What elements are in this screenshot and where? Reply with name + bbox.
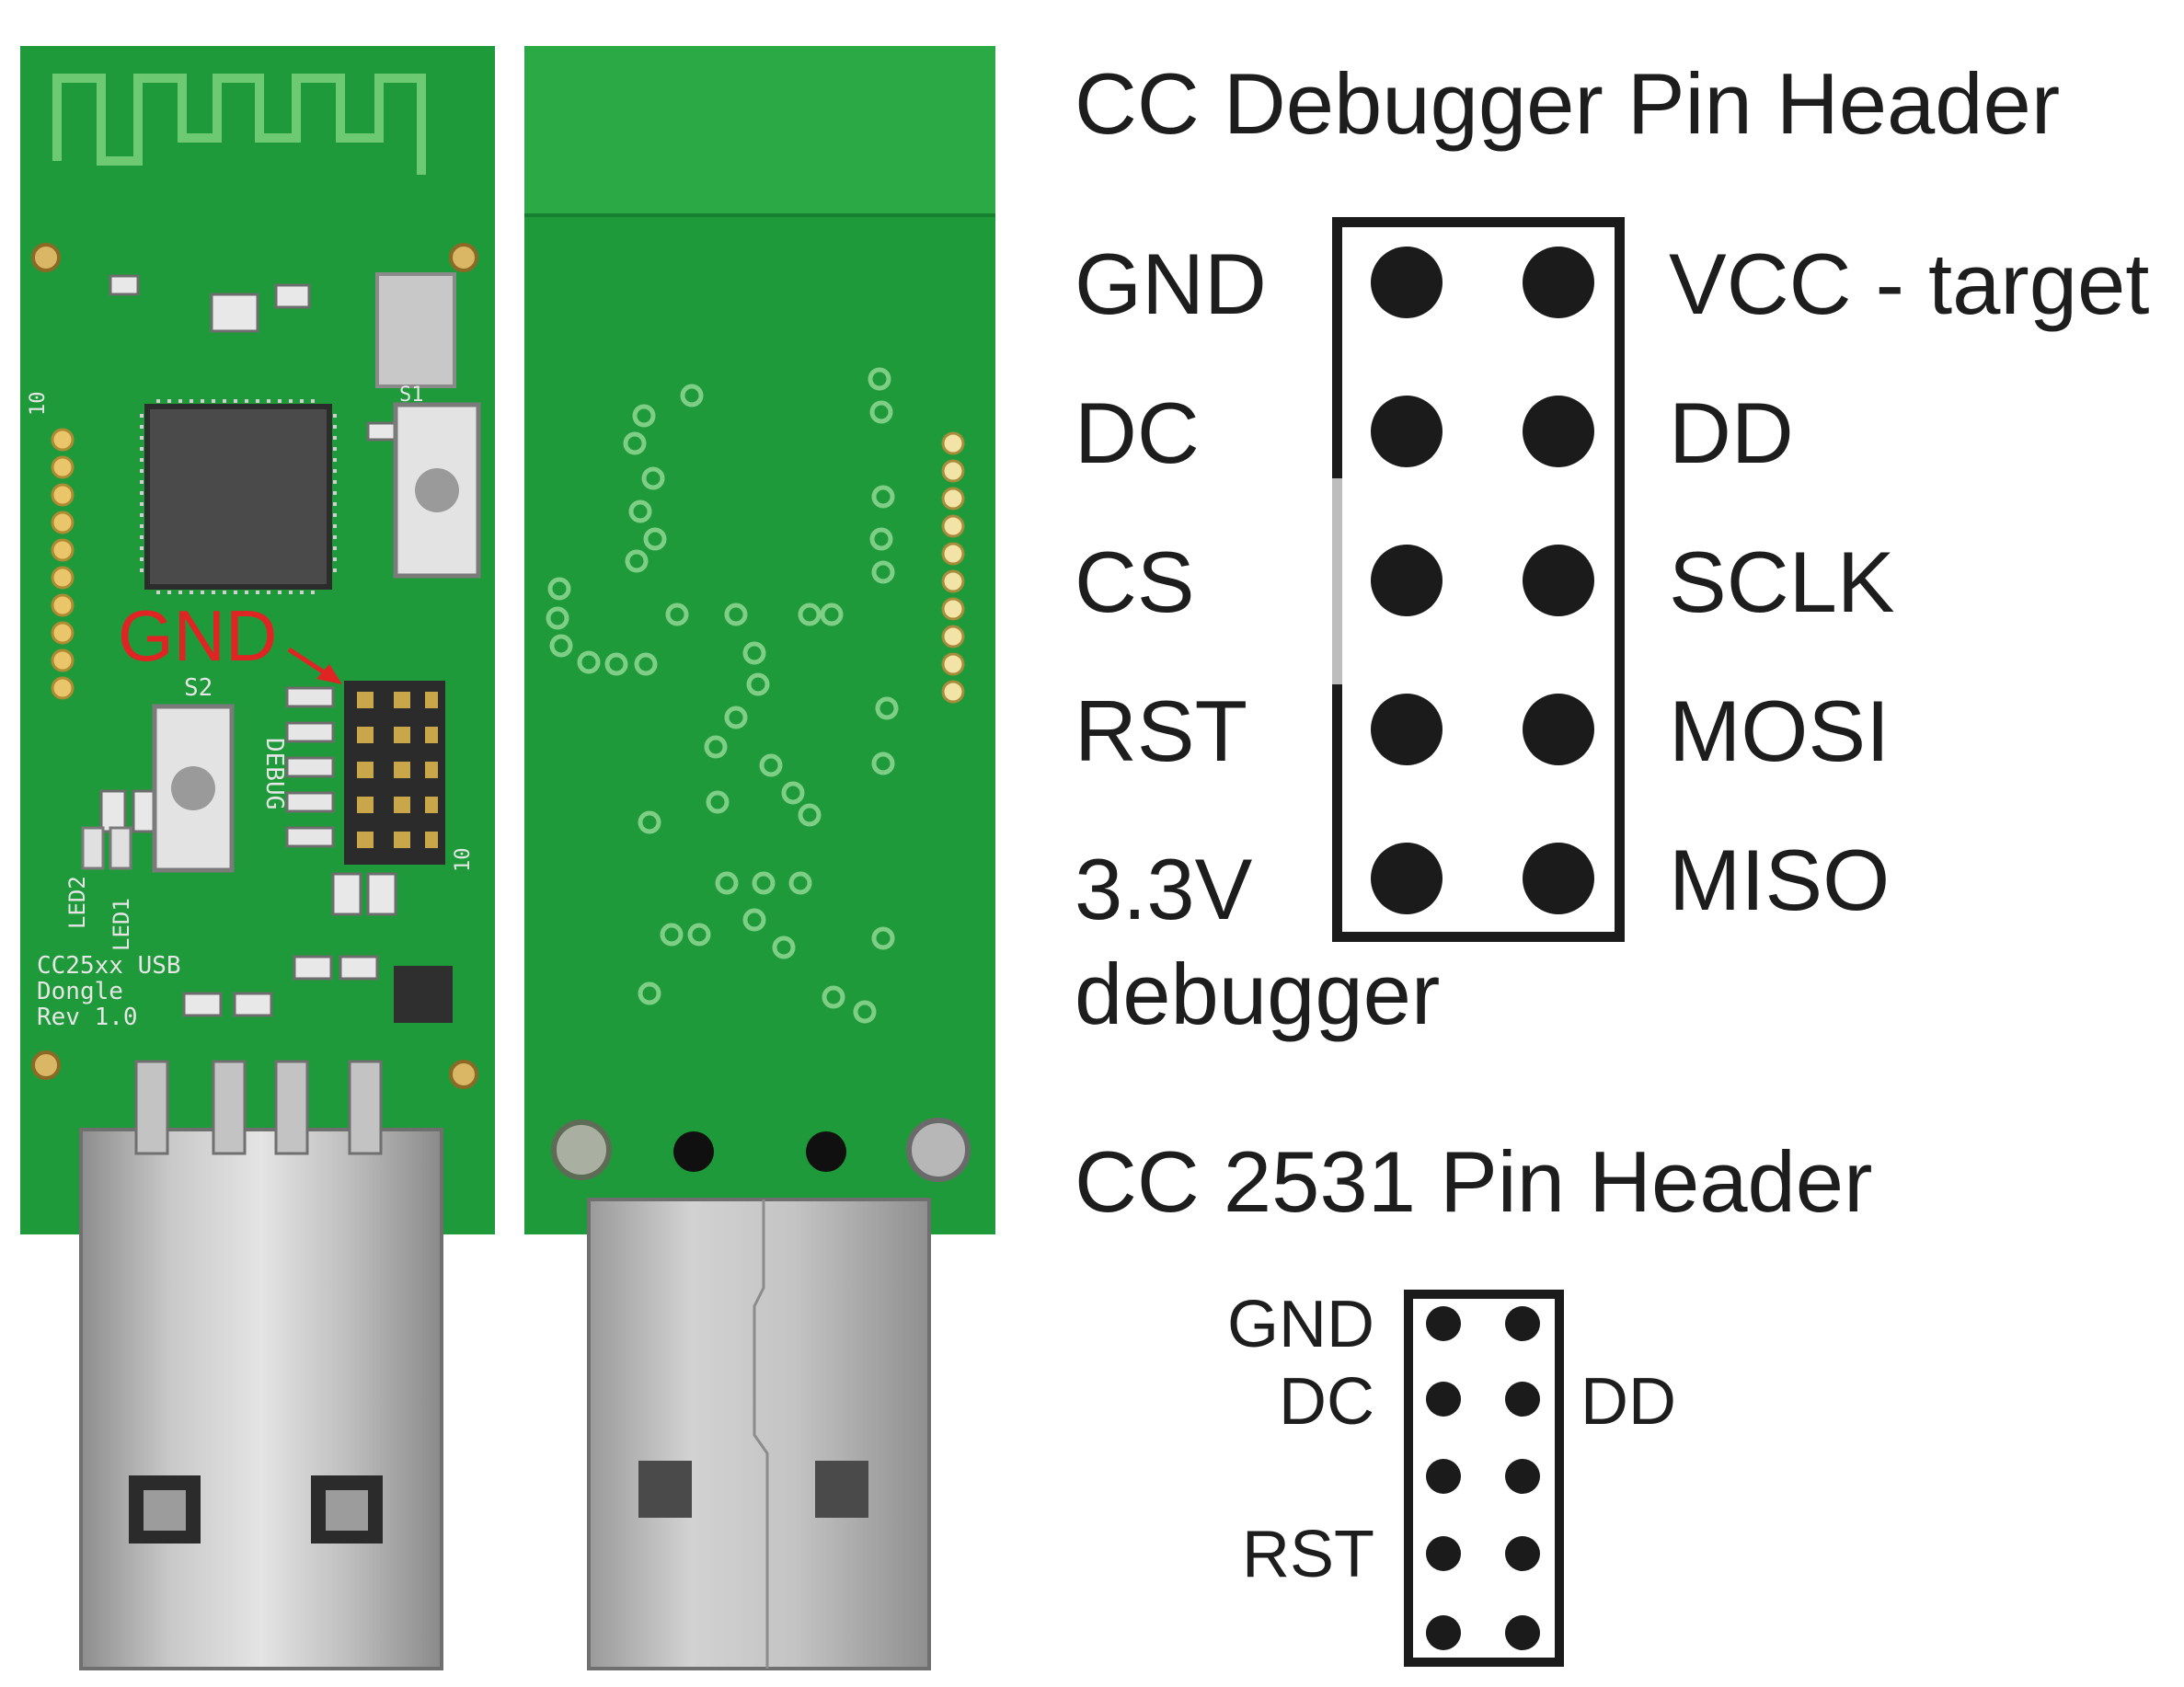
cc2531-pin-1 xyxy=(1426,1306,1461,1341)
back-usb-plug xyxy=(587,1198,931,1670)
back-dongle xyxy=(524,46,995,1670)
debugger-label-miso: MISO xyxy=(1669,832,1891,928)
debugger-label-gnd: GND xyxy=(1075,235,1267,332)
back-pcb xyxy=(524,46,995,1234)
cc2531-header-outline xyxy=(1404,1290,1564,1667)
debugger-label-rst: RST xyxy=(1075,683,1247,779)
silk-board-name-2: Dongle xyxy=(37,978,123,1005)
debugger-label-dd: DD xyxy=(1669,384,1794,481)
silk-board-name-1: CC25xx USB xyxy=(37,952,181,980)
debugger-pin-5 xyxy=(1371,545,1443,616)
silk-s1: S1 xyxy=(399,384,424,407)
silk-led1: LED1 xyxy=(109,898,134,951)
cc2531-pin-5 xyxy=(1426,1459,1461,1494)
cc2531-pin-4 xyxy=(1505,1382,1540,1417)
silk-led2: LED2 xyxy=(64,876,90,929)
pcb-antenna xyxy=(52,74,426,175)
cc2531-pin-6 xyxy=(1505,1459,1540,1494)
debugger-pin-1 xyxy=(1371,247,1443,318)
cc2531-label-dd: DD xyxy=(1581,1365,1676,1439)
cc2531-header-title: CC 2531 Pin Header xyxy=(1075,1133,1873,1230)
front-pcb xyxy=(20,46,495,1234)
debugger-label-3v3: 3.3V xyxy=(1075,841,1253,937)
debugger-label-sclk: SCLK xyxy=(1669,534,1895,630)
cc2531-pin-9 xyxy=(1426,1615,1461,1650)
cc2531-chip xyxy=(144,404,332,590)
debugger-pin-8 xyxy=(1523,694,1594,765)
cc2531-label-gnd: GND xyxy=(1227,1288,1374,1361)
silk-debug: DEBUG xyxy=(260,738,288,809)
cc2531-pin-2 xyxy=(1505,1306,1540,1341)
debugger-label-mosi: MOSI xyxy=(1669,683,1891,779)
silk-10-a: 10 xyxy=(27,392,50,417)
debugger-label-dc: DC xyxy=(1075,384,1200,481)
silk-board-name-3: Rev 1.0 xyxy=(37,1004,138,1031)
cc2531-pin-8 xyxy=(1505,1536,1540,1571)
silk-10-b: 10 xyxy=(452,848,475,873)
front-dongle: DEBUG S2 S1 LED2 LED1 CC25xx USB Dongle … xyxy=(20,46,495,1670)
cc-debugger-header-outline xyxy=(1332,217,1625,942)
cc2531-label-rst: RST xyxy=(1242,1518,1374,1591)
debugger-pin-9 xyxy=(1371,843,1443,914)
cc2531-label-dc: DC xyxy=(1279,1365,1374,1439)
debugger-pin-6 xyxy=(1523,545,1594,616)
debugger-label-debugger: debugger xyxy=(1075,946,1441,1042)
cc2531-pin-10 xyxy=(1505,1615,1540,1650)
cc-debugger-header-left-edge-top xyxy=(1332,217,1342,478)
gnd-annotation-label: GND xyxy=(118,595,278,676)
debugger-pin-4 xyxy=(1523,396,1594,467)
debugger-label-vcc-target: VCC - target xyxy=(1669,235,2150,332)
debugger-label-cs: CS xyxy=(1075,534,1195,630)
dongle-photo: DEBUG S2 S1 LED2 LED1 CC25xx USB Dongle … xyxy=(20,46,995,1670)
cc-debugger-header-title: CC Debugger Pin Header xyxy=(1075,55,2061,152)
cc2531-pin-7 xyxy=(1426,1536,1461,1571)
s2-button xyxy=(152,704,235,873)
debugger-pin-10 xyxy=(1523,843,1594,914)
cc-debugger-header-key-notch xyxy=(1332,478,1342,684)
debugger-pin-2 xyxy=(1523,247,1594,318)
front-usb-plug xyxy=(79,1128,443,1670)
silk-s2: S2 xyxy=(184,674,213,702)
cc2531-pin-3 xyxy=(1426,1382,1461,1417)
debugger-pin-3 xyxy=(1371,396,1443,467)
cc-debugger-header-left-edge-bottom xyxy=(1332,684,1342,942)
debugger-pin-7 xyxy=(1371,694,1443,765)
